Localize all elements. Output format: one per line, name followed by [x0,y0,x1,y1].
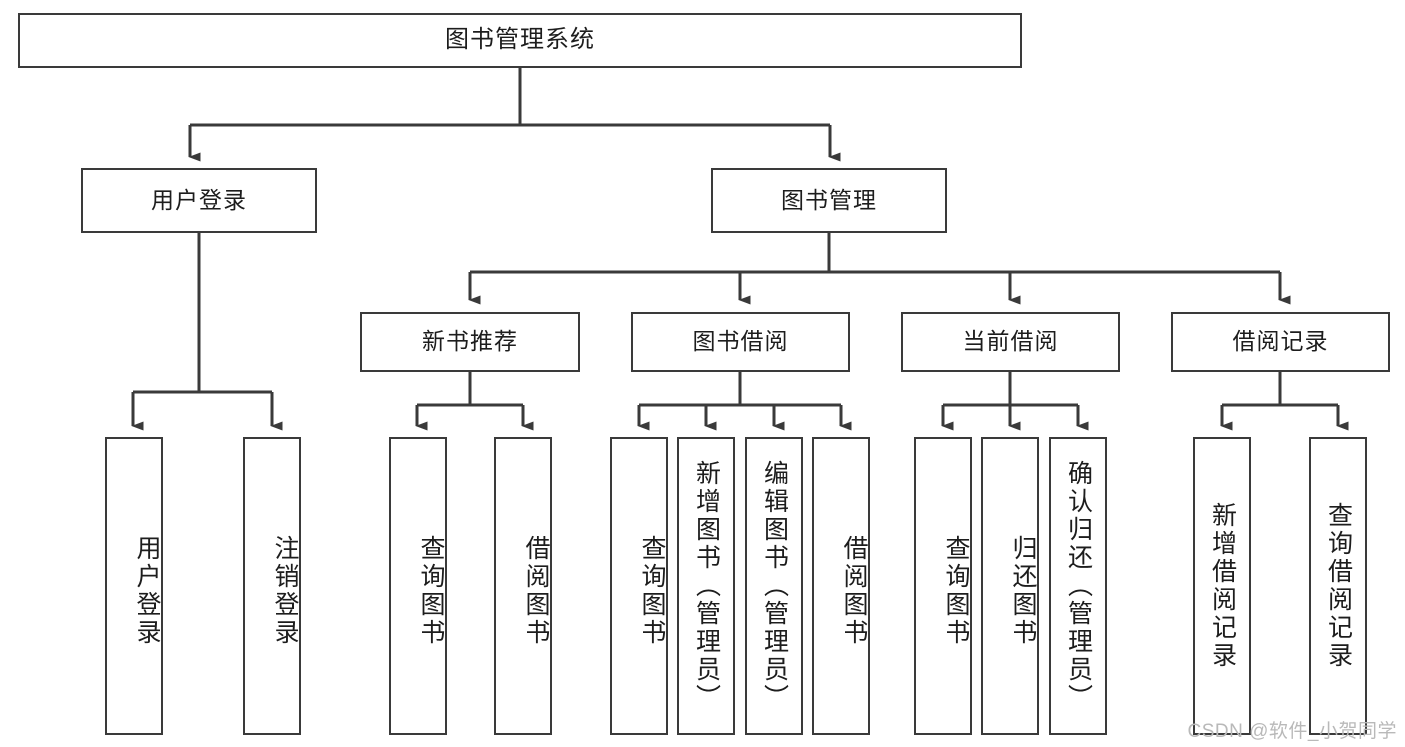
node-current-borrow[interactable]: 当前借阅 [901,312,1120,372]
leaf-user-login-logout[interactable]: 注销登录 [243,437,301,735]
leaf-book-borrow-borrow[interactable]: 借阅图书 [812,437,870,735]
leaf-current-borrow-return[interactable]: 归还图书 [981,437,1039,735]
leaf-book-borrow-add-admin[interactable]: 新增图书（管理员） [677,437,735,735]
node-user-login[interactable]: 用户登录 [81,168,317,233]
leaf-current-borrow-query[interactable]: 查询图书 [914,437,972,735]
leaf-user-login-login[interactable]: 用户登录 [105,437,163,735]
node-root-system[interactable]: 图书管理系统 [18,13,1022,68]
node-book-borrow[interactable]: 图书借阅 [631,312,850,372]
leaf-borrow-record-add[interactable]: 新增借阅记录 [1193,437,1251,735]
node-borrow-record[interactable]: 借阅记录 [1171,312,1390,372]
leaf-new-book-query[interactable]: 查询图书 [389,437,447,735]
node-new-book-recommend[interactable]: 新书推荐 [360,312,580,372]
leaf-book-borrow-query[interactable]: 查询图书 [610,437,668,735]
leaf-borrow-record-query[interactable]: 查询借阅记录 [1309,437,1367,735]
csdn-watermark: CSDN @软件_小贺同学 [1187,721,1397,742]
node-book-management[interactable]: 图书管理 [711,168,947,233]
leaf-current-borrow-confirm-admin[interactable]: 确认归还（管理员） [1049,437,1107,735]
leaf-book-borrow-edit-admin[interactable]: 编辑图书（管理员） [745,437,803,735]
leaf-new-book-borrow[interactable]: 借阅图书 [494,437,552,735]
